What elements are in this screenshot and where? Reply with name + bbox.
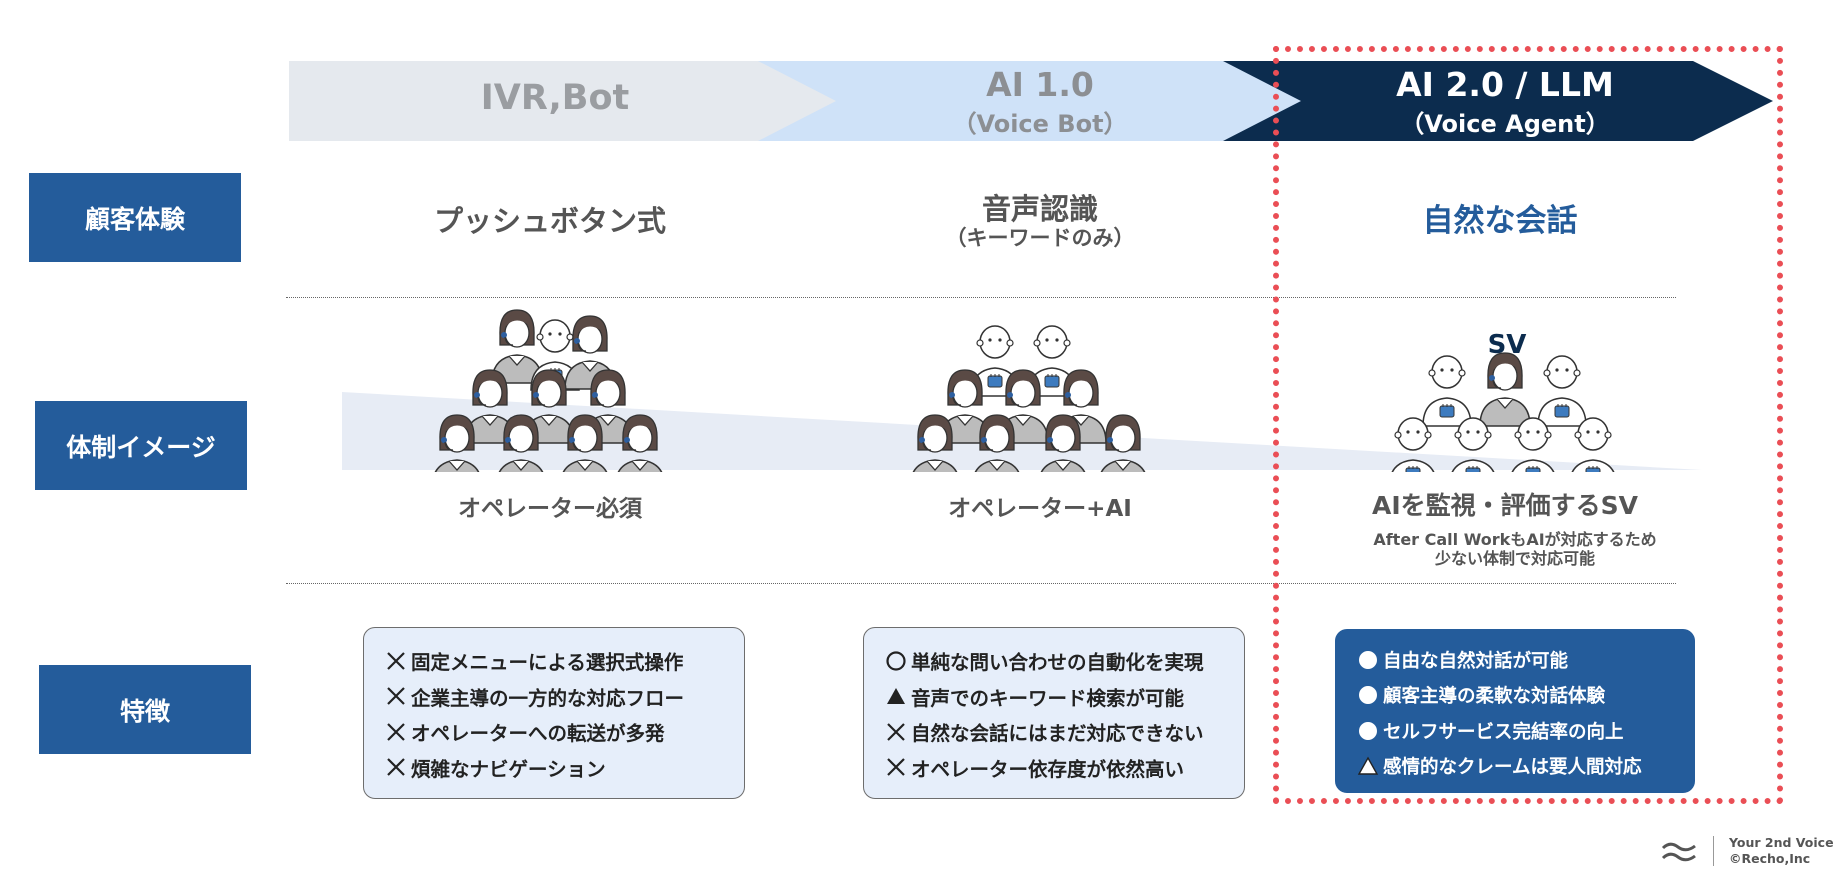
- cross-icon: [384, 649, 408, 673]
- stage-subtitle-ai1: （Voice Bot）: [890, 104, 1190, 139]
- operator-ai-crowd: [895, 300, 1175, 472]
- feature-item: 固定メニューによる選択式操作: [384, 643, 744, 679]
- cross-icon: [884, 755, 908, 779]
- cross-icon: [384, 755, 408, 779]
- footer-brand: Your 2nd Voice: [1729, 835, 1834, 851]
- features-box-ivr: 固定メニューによる選択式操作 企業主導の一方的な対応フロー オペレーターへの転送…: [363, 627, 745, 799]
- feature-item: 自然な会話にはまだ対応できない: [884, 714, 1244, 750]
- row-label-features: 特徴: [39, 665, 251, 754]
- feature-item: 煩雑なナビゲーション: [384, 750, 744, 786]
- cross-icon: [384, 684, 408, 708]
- row-label-structure: 体制イメージ: [35, 401, 247, 490]
- stage-title-ivr: IVR,Bot: [410, 78, 700, 118]
- experience-ai1-sub: （キーワードのみ）: [890, 222, 1190, 252]
- footer-copyright: ©Recho,Inc: [1729, 851, 1810, 867]
- circle-icon: [884, 649, 908, 673]
- cross-icon: [384, 720, 408, 744]
- triangle-icon: [884, 684, 908, 708]
- logo-icon: [1660, 838, 1700, 866]
- features-box-ai1: 単純な問い合わせの自動化を実現 音声でのキーワード検索が可能 自然な会話にはまだ…: [863, 627, 1245, 799]
- feature-item: オペレーターへの転送が多発: [384, 714, 744, 750]
- feature-item: オペレーター依存度が依然高い: [884, 750, 1244, 786]
- operator-crowd: [415, 300, 695, 472]
- feature-item: 音声でのキーワード検索が可能: [884, 679, 1244, 715]
- experience-ivr: プッシュボタン式: [380, 198, 720, 240]
- feature-item: 単純な問い合わせの自動化を実現: [884, 643, 1244, 679]
- llm-highlight-frame: [1273, 46, 1783, 804]
- structure-caption-ivr: オペレーター必須: [400, 489, 700, 523]
- feature-item: 企業主導の一方的な対応フロー: [384, 679, 744, 715]
- structure-caption-ai1: オペレーター+AI: [890, 489, 1190, 523]
- row-label-experience: 顧客体験: [29, 173, 241, 262]
- logo-divider: [1713, 836, 1714, 866]
- stage-title-ai1: AI 1.0: [890, 66, 1190, 104]
- cross-icon: [884, 720, 908, 744]
